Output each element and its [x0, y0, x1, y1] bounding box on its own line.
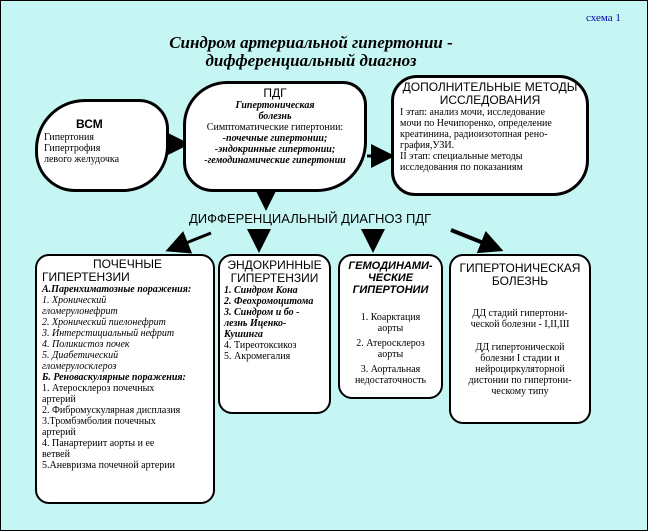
arrow-to-hypert — [450, 228, 504, 254]
endocrine-item: 5. Акромегалия — [224, 351, 291, 362]
hypertension-line: ческому типу — [491, 386, 549, 397]
hemodynamic-heading: ГЕМОДИНАМИ- ЧЕСКИЕ ГИПЕРТОНИИ — [340, 260, 441, 296]
endocrine-bold-item: лезнь Иценко- — [224, 318, 287, 329]
methods-line: II этап: специальные методы — [400, 151, 523, 162]
hypertension-heading: ГИПЕРТОНИЧЕСКАЯ БОЛЕЗНЬ — [451, 262, 589, 288]
renal-b-item: ветвей — [42, 449, 70, 460]
renal-a-item: 5. Диабетический — [42, 350, 119, 361]
pdg-item: -почечные гипертонии; — [222, 133, 328, 144]
scheme-label: схема 1 — [586, 12, 621, 24]
hemodynamic-item: 3. Аортальная — [360, 364, 421, 375]
hemodynamic-item: 2. Атеросклероз — [356, 338, 425, 349]
diff-diagnosis-title: ДИФФЕРЕНЦИАЛЬНЫЙ ДИАГНОЗ ПДГ — [189, 211, 432, 226]
renal-b-item: 1. Атеросклероз почечных — [42, 383, 155, 394]
hemodynamic-item: недостаточность — [354, 375, 427, 386]
hemodynamic-item: аорты — [377, 323, 404, 334]
hemodynamic-box: ГЕМОДИНАМИ- ЧЕСКИЕ ГИПЕРТОНИИ 1. Коаркта… — [338, 254, 443, 399]
vsm-box: ВСМ Гипертония Гипертрофия левого желудо… — [35, 99, 169, 192]
renal-a-item: гломерулосклероз — [42, 361, 117, 372]
pdg-sub-1: Гипертоническая — [235, 100, 315, 111]
renal-content: А.Паренхиматозные поражения: 1. Хроничес… — [37, 284, 213, 471]
hypertension-line: нейроциркуляторной — [475, 364, 565, 375]
renal-b-item: 2. Фибромускулярная дисплазия — [42, 405, 181, 416]
renal-b-item: 3.Тромбэмболия почечных — [42, 416, 156, 427]
methods-lines: I этап: анализ мочи, исследование мочи п… — [394, 107, 586, 173]
methods-line: исследования по показаниям — [400, 162, 523, 173]
renal-section-a: А.Паренхиматозные поражения: — [42, 284, 192, 295]
methods-line: креатинина, радиоизотопная рено- — [400, 129, 548, 140]
pdg-item: -эндокринные гипертонии; — [214, 144, 336, 155]
pdg-item: -гемодинамические гипертонии — [204, 155, 346, 166]
vsm-line: левого желудочка — [44, 154, 120, 165]
renal-section-b: Б. Реноваскулярные поражения: — [42, 372, 186, 383]
endocrine-bold-item: Кушинга — [224, 329, 263, 340]
renal-heading-1: ПОЧЕЧНЫЕ — [93, 257, 162, 271]
hemodynamic-item: 1. Коарктация — [360, 312, 421, 323]
hypertension-box: ГИПЕРТОНИЧЕСКАЯ БОЛЕЗНЬ ДД стадий гиперт… — [449, 254, 591, 424]
methods-heading-1: ДОПОЛНИТЕЛЬНЫЕ МЕТОДЫ — [402, 80, 578, 94]
title-line-2: дифференциальный диагноз — [205, 51, 417, 70]
renal-a-item: гломерулонефрит — [42, 306, 118, 317]
renal-a-item: 1. Хронический — [42, 295, 107, 306]
renal-b-item: артерий — [42, 394, 76, 405]
pdg-heading: ПДГ — [263, 86, 287, 100]
endocrine-content: 1. Синдром Кона 2. Феохромоцитома 3. Син… — [220, 285, 329, 362]
renal-b-item: 5.Аневризма почечной артерии — [42, 460, 175, 471]
hypertension-line: ДД стадий гипертони- — [472, 308, 568, 319]
hypertension-heading-line: БОЛЕЗНЬ — [491, 274, 549, 288]
hemodynamic-item: аорты — [377, 349, 404, 360]
renal-heading: ПОЧЕЧНЫЕ ГИПЕРТЕНЗИИ — [37, 258, 213, 284]
page-title: Синдром артериальной гипертонии - диффер… — [121, 34, 501, 70]
endocrine-heading-1: ЭНДОКРИННЫЕ — [227, 258, 322, 272]
arrow-to-renal — [165, 231, 212, 254]
renal-a-item: 3. Интерстициальный нефрит — [42, 328, 175, 339]
methods-heading: ДОПОЛНИТЕЛЬНЫЕ МЕТОДЫ ИССЛЕДОВАНИЯ — [394, 81, 586, 107]
endocrine-box: ЭНДОКРИННЫЕ ГИПЕРТЕНЗИИ 1. Синдром Кона … — [218, 254, 331, 414]
methods-line: графия,УЗИ. — [400, 140, 455, 151]
vsm-line: Гипертрофия — [44, 143, 101, 154]
endocrine-bold-item: 1. Синдром Кона — [224, 285, 298, 296]
methods-heading-2: ИССЛЕДОВАНИЯ — [439, 93, 541, 107]
pdg-box: ПДГ Гипертоническая болезнь Симптоматиче… — [183, 81, 367, 192]
endocrine-item: 4. Тиреотоксикоз — [224, 340, 297, 351]
hypertension-line: дистонии по гипертони- — [468, 375, 572, 386]
hemodynamic-heading-line: ГЕМОДИНАМИ- — [348, 260, 433, 272]
hypertension-heading-line: ГИПЕРТОНИЧЕСКАЯ — [459, 261, 581, 275]
renal-a-item: 4. Поликистоз почек — [42, 339, 130, 350]
pdg-symptomatic: Симптоматические гипертонии: — [206, 122, 344, 133]
hypertension-para-1: ДД стадий гипертони- ческой болезни - I,… — [451, 308, 589, 330]
renal-a-item: 2. Хронический пиелонефрит — [42, 317, 166, 328]
endocrine-heading: ЭНДОКРИННЫЕ ГИПЕРТЕНЗИИ — [220, 259, 329, 285]
pdg-sub-2: болезнь — [258, 111, 292, 122]
methods-line: I этап: анализ мочи, исследование — [400, 107, 545, 118]
renal-box: ПОЧЕЧНЫЕ ГИПЕРТЕНЗИИ А.Паренхиматозные п… — [35, 254, 215, 504]
hemodynamic-content: 1. Коарктация аорты 2. Атеросклероз аорт… — [340, 312, 441, 386]
hypertension-line: ческой болезни - I,II,III — [470, 319, 570, 330]
hemodynamic-heading-line: ЧЕСКИЕ — [367, 272, 414, 284]
hypertension-line: ДД гипертонической — [475, 342, 565, 353]
hypertension-line: болезни I стадии и — [480, 353, 560, 364]
title-line-1: Синдром артериальной гипертонии - — [169, 33, 453, 52]
renal-b-item: артерий — [42, 427, 76, 438]
endocrine-bold-item: 3. Синдром и бо - — [224, 307, 300, 318]
methods-line: мочи по Нечипоренко, определение — [400, 118, 552, 129]
renal-b-item: 4. Панартериит аорты и ее — [42, 438, 155, 449]
hemodynamic-heading-line: ГИПЕРТОНИИ — [352, 284, 429, 296]
renal-heading-2: ГИПЕРТЕНЗИИ — [42, 270, 130, 284]
hypertension-para-2: ДД гипертонической болезни I стадии и не… — [451, 342, 589, 397]
endocrine-bold-item: 2. Феохромоцитома — [224, 296, 314, 307]
vsm-heading: ВСМ — [76, 117, 103, 131]
vsm-lines: Гипертония Гипертрофия левого желудочка — [44, 132, 119, 165]
endocrine-heading-2: ГИПЕРТЕНЗИИ — [230, 271, 319, 285]
methods-box: ДОПОЛНИТЕЛЬНЫЕ МЕТОДЫ ИССЛЕДОВАНИЯ I эта… — [391, 75, 589, 196]
vsm-line: Гипертония — [44, 132, 94, 143]
